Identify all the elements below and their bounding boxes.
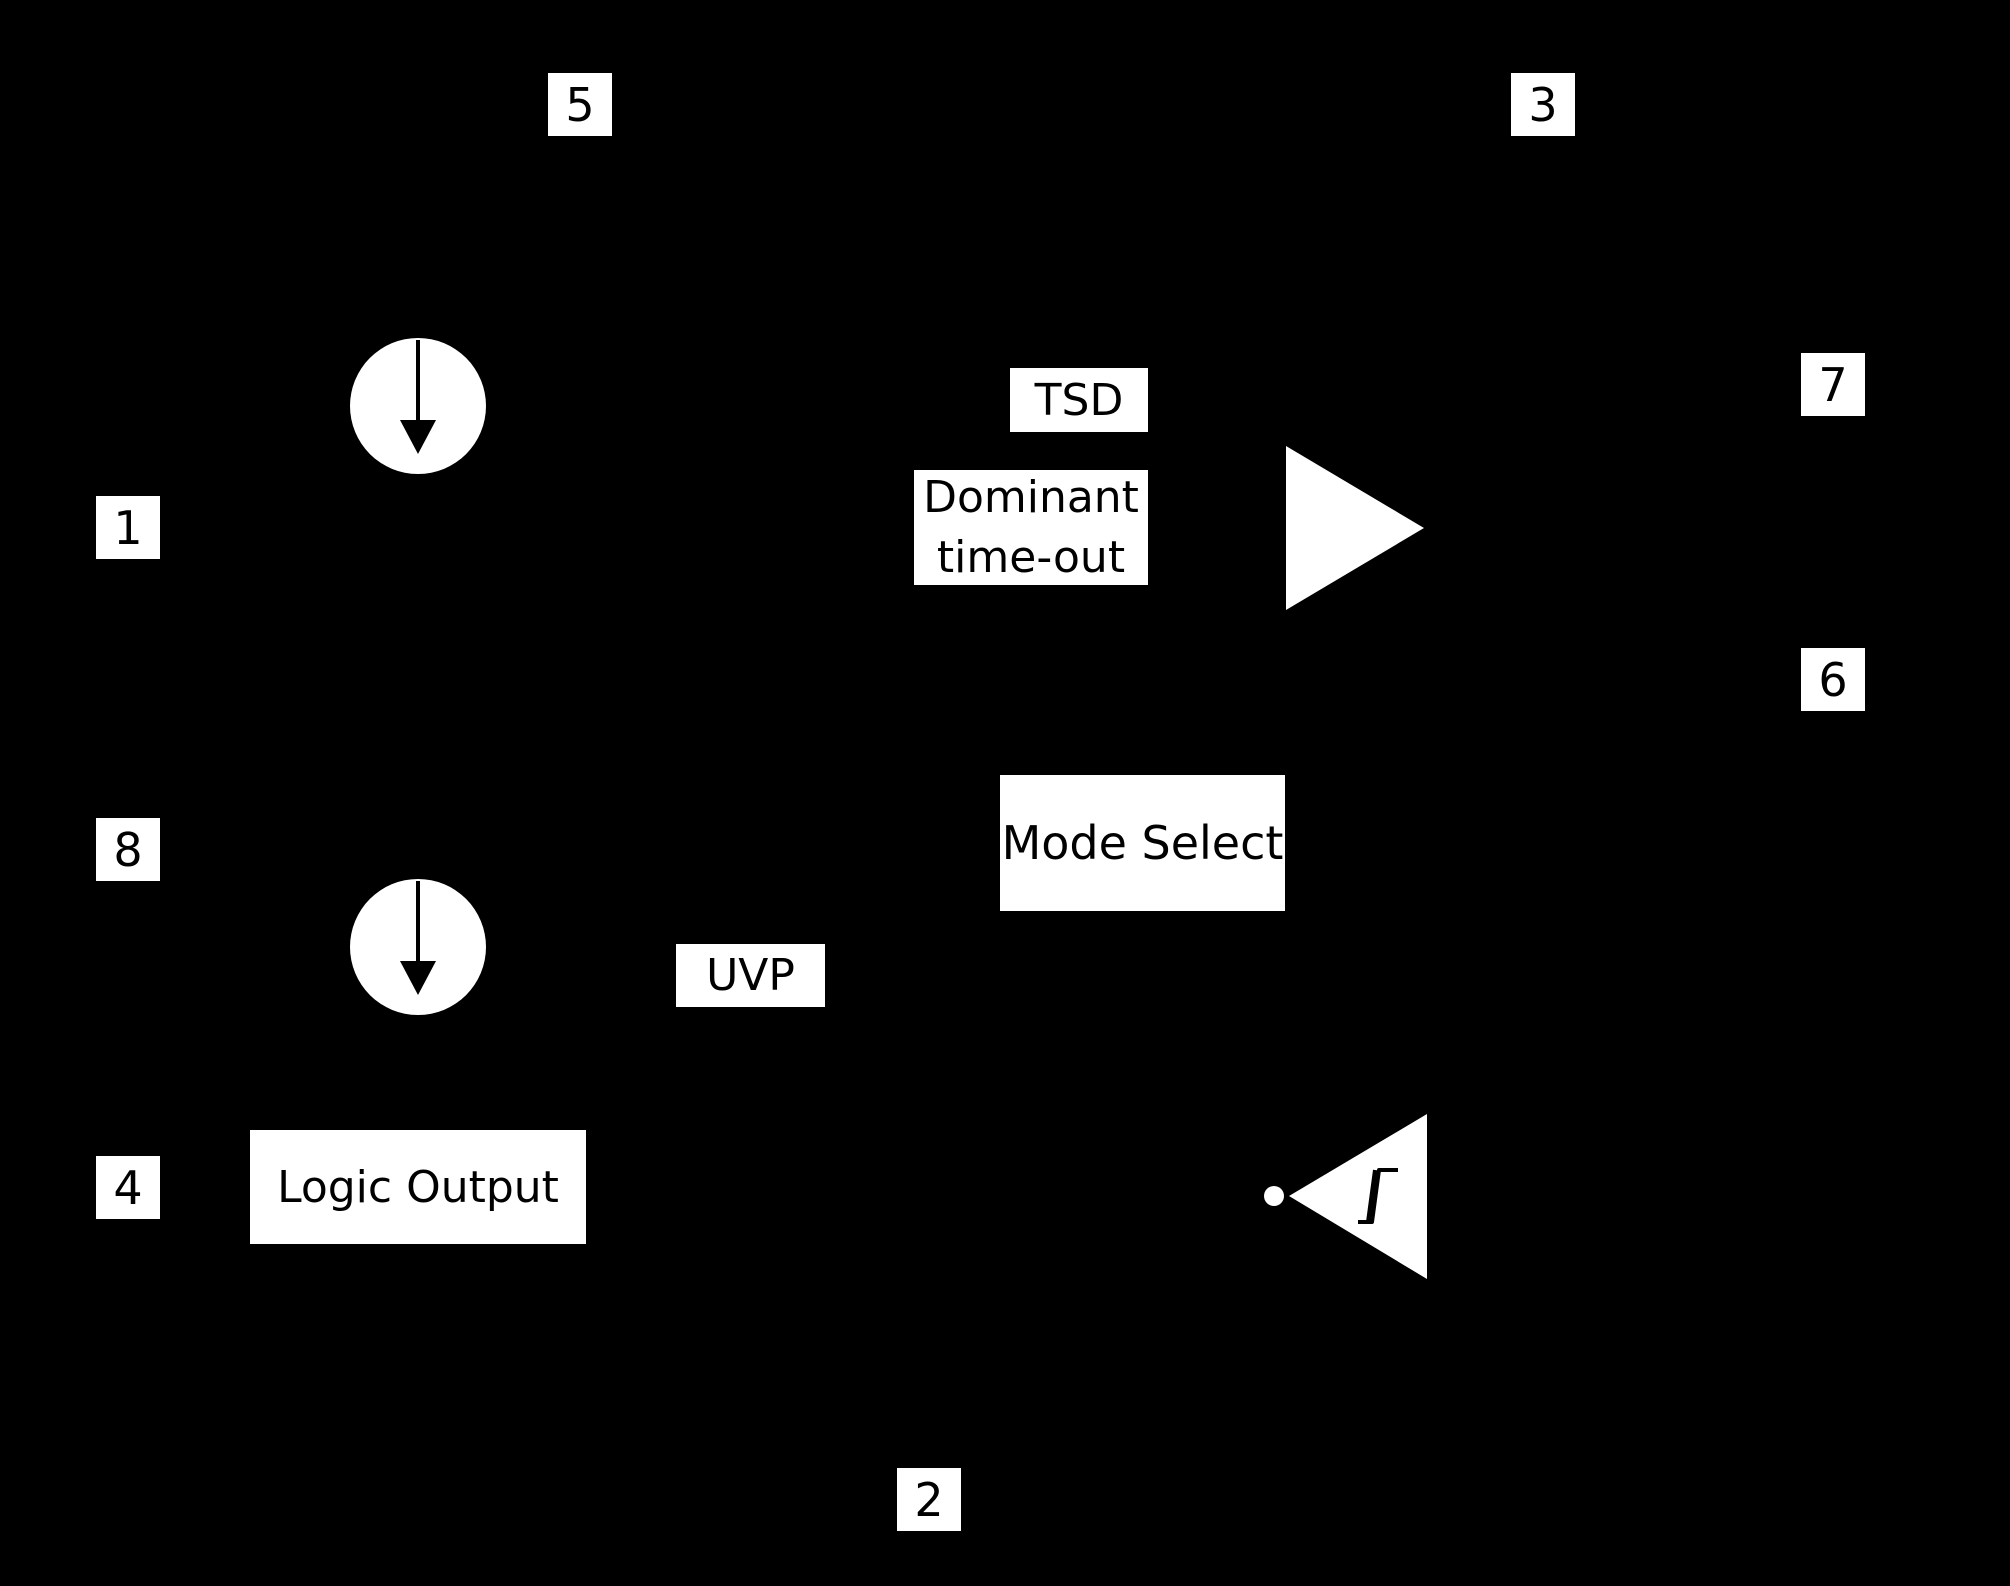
pin-1-label: 1 — [96, 496, 160, 559]
current-source-icon-bottom — [350, 879, 486, 1015]
pin-8-label: 8 — [96, 818, 160, 881]
dominant-timeout-line1: Dominant — [923, 472, 1139, 524]
driver-triangle-icon — [1286, 446, 1424, 610]
pin-5-label: 5 — [548, 73, 612, 136]
pin-2-label: 2 — [897, 1468, 961, 1531]
pin-3-label: 3 — [1511, 73, 1575, 136]
uvp-block: UVP — [676, 944, 825, 1007]
dominant-timeout-line2: time-out — [936, 531, 1126, 583]
current-source-icon-top — [350, 338, 486, 474]
pin-6-label: 6 — [1801, 648, 1865, 711]
mode-select-block: Mode Select — [1000, 775, 1285, 911]
pin-4-label: 4 — [96, 1156, 160, 1219]
dominant-timeout-block: Dominant time-out — [914, 470, 1148, 585]
tsd-block: TSD — [1010, 368, 1148, 432]
schmitt-trigger-receiver-icon — [1264, 1114, 1427, 1279]
pin-7-label: 7 — [1801, 353, 1865, 416]
logic-output-block: Logic Output — [250, 1130, 586, 1244]
